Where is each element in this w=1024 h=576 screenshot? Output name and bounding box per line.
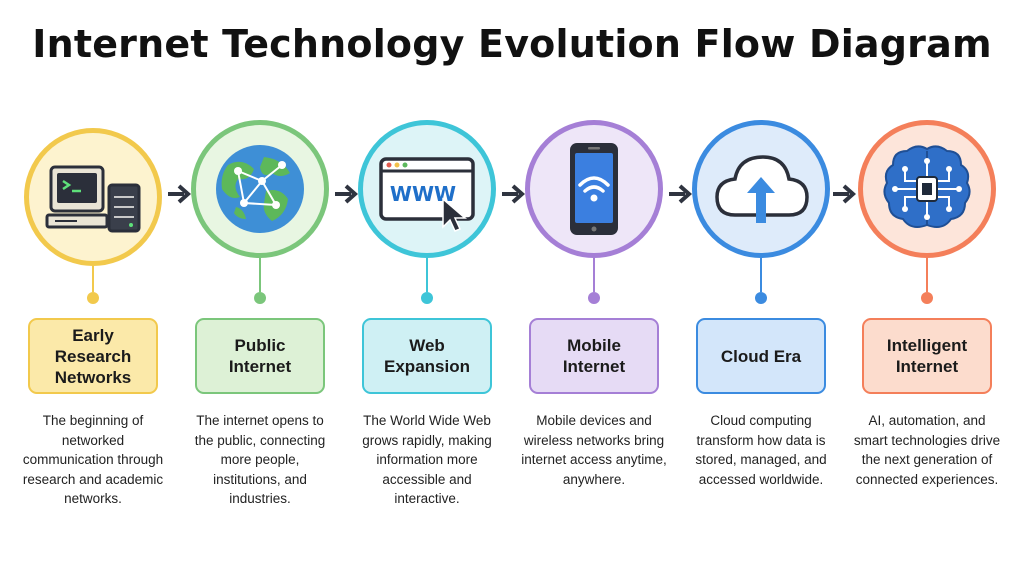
flow-arrow-icon [669,184,693,204]
flow-arrow-icon [335,184,359,204]
smartphone-wifi-icon [570,143,618,235]
stage-circle [525,120,663,258]
stage-label: Public Internet [195,318,325,394]
stage-circle [24,128,162,266]
stage-label: Early Research Networks [28,318,158,394]
flow-arrow-icon [168,184,192,204]
connector-dot [755,292,767,304]
stage-label: Cloud Era [696,318,826,394]
stage-circle [692,120,830,258]
stage-description: Cloud computing transform how data is st… [695,413,827,487]
ai-brain-chip-icon [883,145,971,228]
connector-stem [92,266,94,292]
stage-description: The internet opens to the public, connec… [194,413,326,506]
stage-circle [191,120,329,258]
connector-stem [760,258,762,292]
connector-dot [921,292,933,304]
stage-description: AI, automation, and smart technologies d… [853,413,1001,487]
connector-stem [593,258,595,292]
diagram-title: Internet Technology Evolution Flow Diagr… [32,22,992,66]
connector-stem [926,258,928,292]
flow-arrow-icon [833,184,857,204]
stage-description: The beginning of networked communication… [22,413,164,506]
connector-dot [588,292,600,304]
stage-description: The World Wide Web grows rapidly, making… [362,413,492,506]
stage-description: Mobile devices and wireless networks bri… [521,413,667,487]
computer-server-icon [45,165,141,233]
globe-network-icon [216,145,304,233]
flow-arrow-icon [502,184,526,204]
connector-stem [259,258,261,292]
connector-stem [426,258,428,292]
connector-dot [421,292,433,304]
browser-www-icon: WWW [379,157,475,232]
stage-label: Web Expansion [362,318,492,394]
stage-label: Intelligent Internet [862,318,992,394]
stage-circle: WWW [358,120,496,258]
connector-dot [87,292,99,304]
stage-circle [858,120,996,258]
connector-dot [254,292,266,304]
cloud-upload-icon [715,155,809,223]
stage-label: Mobile Internet [529,318,659,394]
